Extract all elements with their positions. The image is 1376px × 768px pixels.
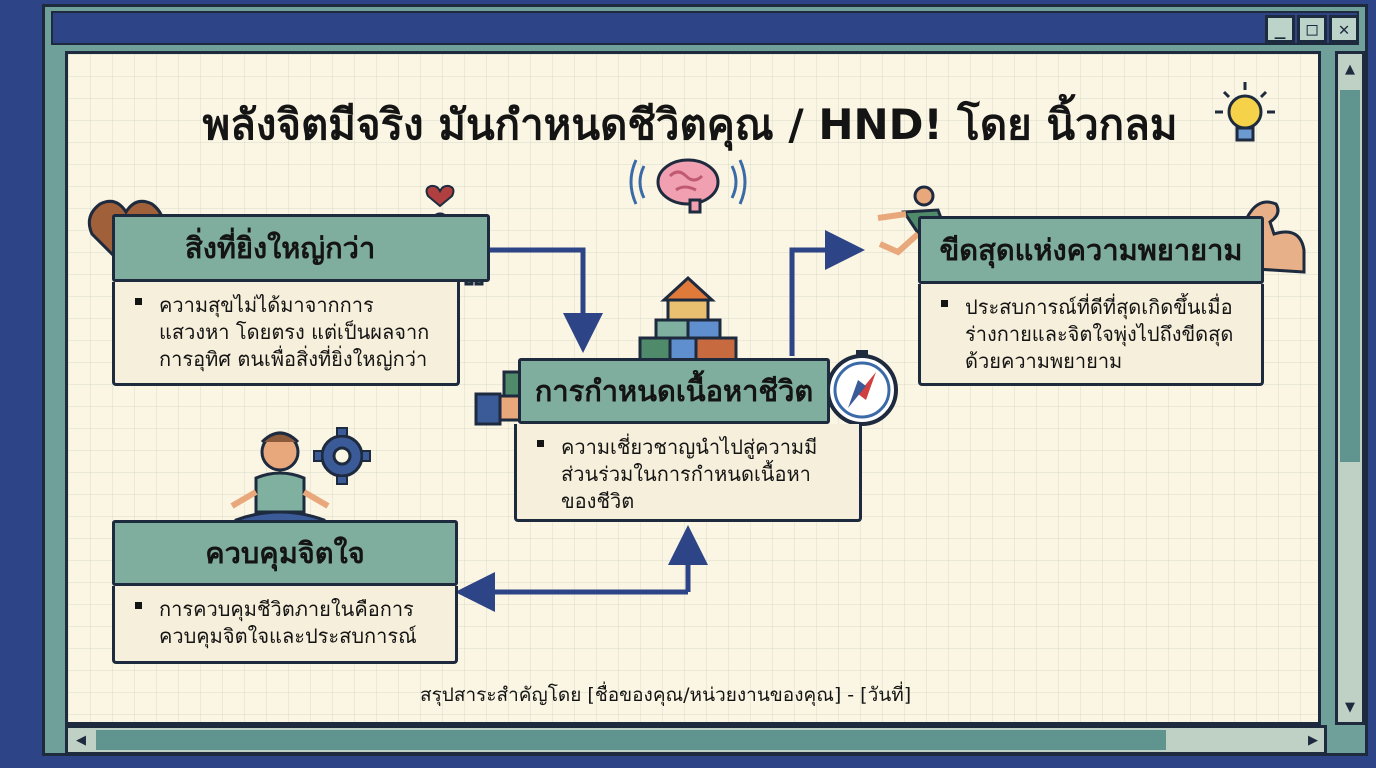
card-greater-text: ความสุขไม่ได้มาจากการแสวงหา โดยตรง แต่เป… xyxy=(159,293,430,371)
bullet xyxy=(135,602,142,609)
title-bar: _ □ ✕ xyxy=(51,11,1359,45)
card-purpose-text: ความเชี่ยวชาญนำไปสู่ความมี ส่วนร่วมในการ… xyxy=(561,435,818,513)
card-greater-heading: สิ่งที่ยิ่งใหญ่กว่า xyxy=(112,214,490,282)
brain-icon xyxy=(629,158,747,214)
arrow-greater-to-purpose xyxy=(488,247,603,353)
card-control-heading: ควบคุมจิตใจ xyxy=(112,520,458,586)
scroll-up-icon[interactable]: ▲ xyxy=(1345,61,1355,77)
close-icon[interactable]: ✕ xyxy=(1329,15,1359,43)
scroll-down-icon[interactable]: ▼ xyxy=(1345,699,1355,715)
scroll-right-icon[interactable]: ▶ xyxy=(1308,732,1318,748)
card-limit-body: ประสบการณ์ที่ดีที่สุดเกิดขึ้นเมื่อ ร่างก… xyxy=(918,284,1264,386)
card-greater-body: ความสุขไม่ได้มาจากการแสวงหา โดยตรง แต่เป… xyxy=(112,282,460,386)
meditation-icon xyxy=(230,431,330,536)
horizontal-scroll-thumb[interactable] xyxy=(96,730,1166,750)
card-purpose-heading: การกำหนดเนื้อหาชีวิต xyxy=(518,358,830,424)
bullet xyxy=(941,300,948,307)
minimize-icon[interactable]: _ xyxy=(1265,15,1295,43)
card-control-text: การควบคุมชีวิตภายในคือการ ควบคุมจิตใจและ… xyxy=(159,597,417,648)
card-purpose-body: ความเชี่ยวชาญนำไปสู่ความมี ส่วนร่วมในการ… xyxy=(514,424,862,522)
vertical-scroll-thumb[interactable] xyxy=(1340,90,1360,462)
compass-icon xyxy=(826,350,898,426)
page-title: พลังจิตมีจริง มันกำหนดชีวิตคุณ / HND! โด… xyxy=(202,100,1178,149)
arrow-purpose-to-limit xyxy=(789,230,865,356)
card-limit-heading: ขีดสุดแห่งความพยายาม xyxy=(918,216,1264,284)
card-control-body: การควบคุมชีวิตภายในคือการ ควบคุมจิตใจและ… xyxy=(112,586,458,664)
bullet xyxy=(537,440,544,447)
scroll-left-icon[interactable]: ◀ xyxy=(76,732,86,748)
maximize-icon[interactable]: □ xyxy=(1297,15,1327,43)
lightbulb-icon xyxy=(1215,82,1275,142)
footer-credit: สรุปสาระสำคัญโดย [ชื่อของคุณ/หน่วยงานของ… xyxy=(420,684,912,706)
horizontal-scrollbar[interactable]: ◀ ▶ xyxy=(65,725,1327,755)
gear-icon xyxy=(313,427,371,485)
vertical-scrollbar[interactable]: ▲ ▼ xyxy=(1335,51,1365,725)
blocks-icon xyxy=(638,275,738,364)
bullet xyxy=(135,298,142,305)
card-limit-text: ประสบการณ์ที่ดีที่สุดเกิดขึ้นเมื่อ ร่างก… xyxy=(965,295,1234,373)
